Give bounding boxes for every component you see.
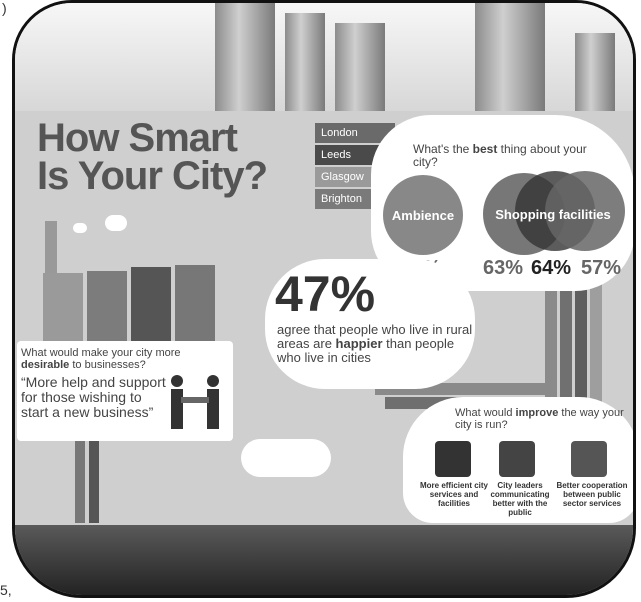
best-question: What's the best thing about your city? [413,142,587,169]
road-background [15,525,633,595]
bin-icon [435,441,471,477]
improve-item: Better cooperation between public sector… [556,481,628,508]
smoke-puff [105,215,127,231]
improve-item: More efficient city services and facilit… [419,481,488,508]
percent-shopping-2: 64% [531,257,572,279]
city-item: London [315,123,395,143]
improve-question: What would improve the way your city is … [455,407,624,431]
percent-shopping-3: 57% [581,257,622,279]
factory-block [43,273,83,353]
business-question: What would make your city more desirable… [21,347,181,371]
big-stat: 47% [275,266,376,322]
factory-block [87,271,127,353]
chimney [45,221,57,273]
business-box [17,341,233,441]
business-quote: “More help and support for those wishing… [21,374,166,420]
city-list: London Leeds Glasgow Brighton [315,123,395,211]
factory-block [175,265,215,353]
rural-stat-cloud [265,259,475,389]
speaker-icon [499,441,535,477]
rural-stat-text: agree that people who live in rural area… [277,322,473,365]
shopping-circle-right [545,171,625,251]
corner-glyph-bottom: 5, [0,582,12,598]
page-title: How Smart Is Your City? [37,116,268,198]
rainbow-stripe [89,433,99,523]
title-line-1: How Smart [37,116,238,160]
title-line-2: Is Your City? [37,154,268,198]
shopping-label: Shopping facilities [495,206,611,222]
meeting-icon [571,441,607,477]
rainbow-stripe [75,433,85,523]
skyscraper [475,3,545,113]
percent-shopping-1: 63% [483,257,524,279]
ambience-circle: Ambience [383,175,463,255]
small-cloud [241,439,331,477]
handshake-icon [165,373,225,433]
corner-glyph-top: ) [2,0,7,16]
skyscraper [215,3,275,113]
skyscraper [335,23,385,113]
infographic-frame: How Smart Is Your City? London Leeds Gla… [12,0,636,598]
skyscraper [285,13,325,113]
improve-item: City leaders communicating better with t… [490,481,550,517]
smoke-puff [73,223,87,233]
factory-block [131,267,171,353]
skyscraper [575,33,615,113]
